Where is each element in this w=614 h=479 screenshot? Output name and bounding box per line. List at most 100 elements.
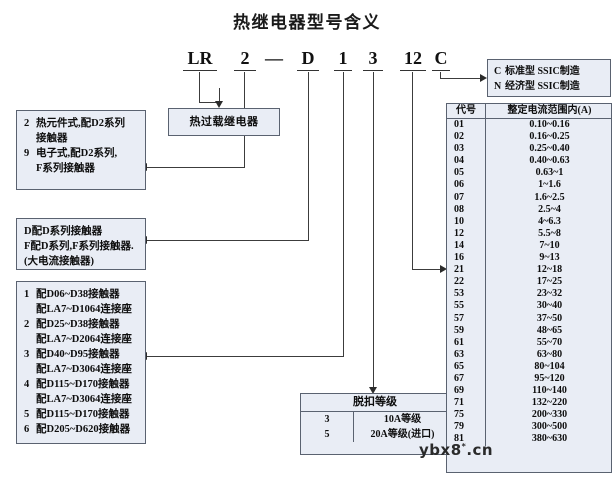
connector-2-horizontal [147,167,245,169]
range-value-cell: 95~120 [534,372,565,384]
trip-class-desc: 20A等级(进口) [370,429,435,440]
connector-c-horizontal [440,78,482,80]
list-item-text: 电子式,配D2系列, [36,148,118,159]
range-value-cell: 1~1.6 [538,179,561,191]
range-code-cell: 67 [447,372,486,386]
range-value-cell: 9~13 [539,252,560,264]
page-title: 热继电器型号含义 [233,13,381,32]
table-row: 79 300~500 [447,421,611,434]
range-value-cell: 37~50 [536,312,563,324]
list-item: (大电流接触器) [24,254,139,269]
table-row: 67 95~120 [447,372,611,386]
watermark: ybx8*.cn [419,441,493,459]
arrow-into-current-range-table [440,265,447,273]
range-code-cell: 65 [447,360,486,373]
list-item: 2 热元件式,配D2系列 [24,116,139,131]
trip-class-code: 5 [301,427,354,442]
product-name-box: 热过载继电器 [168,108,280,136]
range-value-cell: 380~630 [531,433,568,445]
list-item-text: F配D系列,F系列接触器. [24,241,134,252]
code-segment-lr: LR [183,48,217,71]
connector-1-vertical [343,72,345,357]
list-item: N 经济型 SSIC制造 [488,79,610,94]
arrow-into-product-box [215,101,223,108]
list-item: 1 配D06~D38接触器 [24,287,139,302]
element-type-box: 2 热元件式,配D2系列 接触器 9 电子式,配D2系列, F系列接触器 [16,110,146,190]
range-code-cell: 21 [447,264,486,277]
range-value-cell: 0.16~0.25 [529,131,570,143]
frame-size-box: 1 配D06~D38接触器 配LA7~D1064连接座 2 配D25~D38接触… [16,281,146,444]
connector-1-horizontal [147,356,344,358]
code-dash: — [265,48,283,68]
connector-d-vertical [308,72,310,241]
range-code-cell: 08 [447,203,486,216]
list-item-text: 配LA7~D1064连接座 [36,304,132,315]
list-item: 配LA7~D3064连接座 [24,392,139,407]
list-item-text: 配D115~D170接触器 [36,409,130,420]
range-value-cell: 132~220 [531,397,568,409]
list-item: 5 配D115~D170接触器 [24,407,139,422]
range-value-cell: 1.6~2.5 [534,191,565,203]
product-name-label: 热过载继电器 [189,115,259,128]
manufacture-type-box: C 标准型 SSIC制造 N 经济型 SSIC制造 [487,59,611,97]
range-code-cell: 03 [447,143,486,156]
list-item-text: 接触器 [36,133,68,144]
trip-class-table: 脱扣等级 3 10A等级 5 20A等级(进口) [300,393,450,455]
list-item-text: 配LA7~D2064连接座 [36,334,132,345]
manufacture-text: 经济型 SSIC制造 [505,81,580,92]
list-item: 4 配D115~D170接触器 [24,377,139,392]
trip-class-code: 3 [301,412,354,427]
range-value-cell: 7~10 [539,239,560,251]
code-segment-12: 12 [400,48,426,71]
range-code-cell: 10 [447,215,486,228]
range-code-cell: 05 [447,167,486,180]
range-value-cell: 0.25~0.40 [529,143,570,155]
trip-class-desc: 10A等级 [383,414,422,425]
code-segment-2: 2 [234,48,256,71]
list-item: F系列接触器 [24,161,139,176]
list-item-number: 6 [24,424,30,435]
list-item-text: D配D系列接触器 [24,226,103,237]
list-item-text: 配D25~D38接触器 [36,319,120,330]
list-item: 接触器 [24,131,139,146]
range-code-cell: 55 [447,300,486,313]
column-header-code: 代号 [447,104,486,119]
watermark-text: ybx8 [419,441,462,459]
connector-12-vertical [412,72,414,270]
range-value-cell: 23~32 [536,288,563,300]
manufacture-code: C [494,66,502,77]
connector-lr-vertical [199,72,201,102]
code-segment-d: D [297,48,319,71]
contactor-series-box: D配D系列接触器 F配D系列,F系列接触器. (大电流接触器) [16,218,146,270]
connector-lr-horizontal [199,102,219,104]
connector-lr-riser [219,88,221,102]
list-item-text: 配D40~D95接触器 [36,349,120,360]
range-code-cell: 79 [447,421,486,434]
list-item-text: 配D06~D38接触器 [36,289,120,300]
arrow-into-trip-class-table [369,387,377,394]
table-row: 03 0.25~0.40 [447,143,611,156]
range-code-cell: 63 [447,348,486,361]
range-value-cell: 300~500 [531,421,568,433]
watermark-sup: * [461,442,467,451]
list-item-text: F系列接触器 [36,163,95,174]
range-code-cell: 22 [447,276,486,289]
list-item-number: 2 [24,118,30,129]
range-value-cell: 48~65 [536,324,563,336]
manufacture-code: N [494,81,502,92]
range-code-cell: 04 [447,155,486,168]
list-item: D配D系列接触器 [24,224,139,239]
